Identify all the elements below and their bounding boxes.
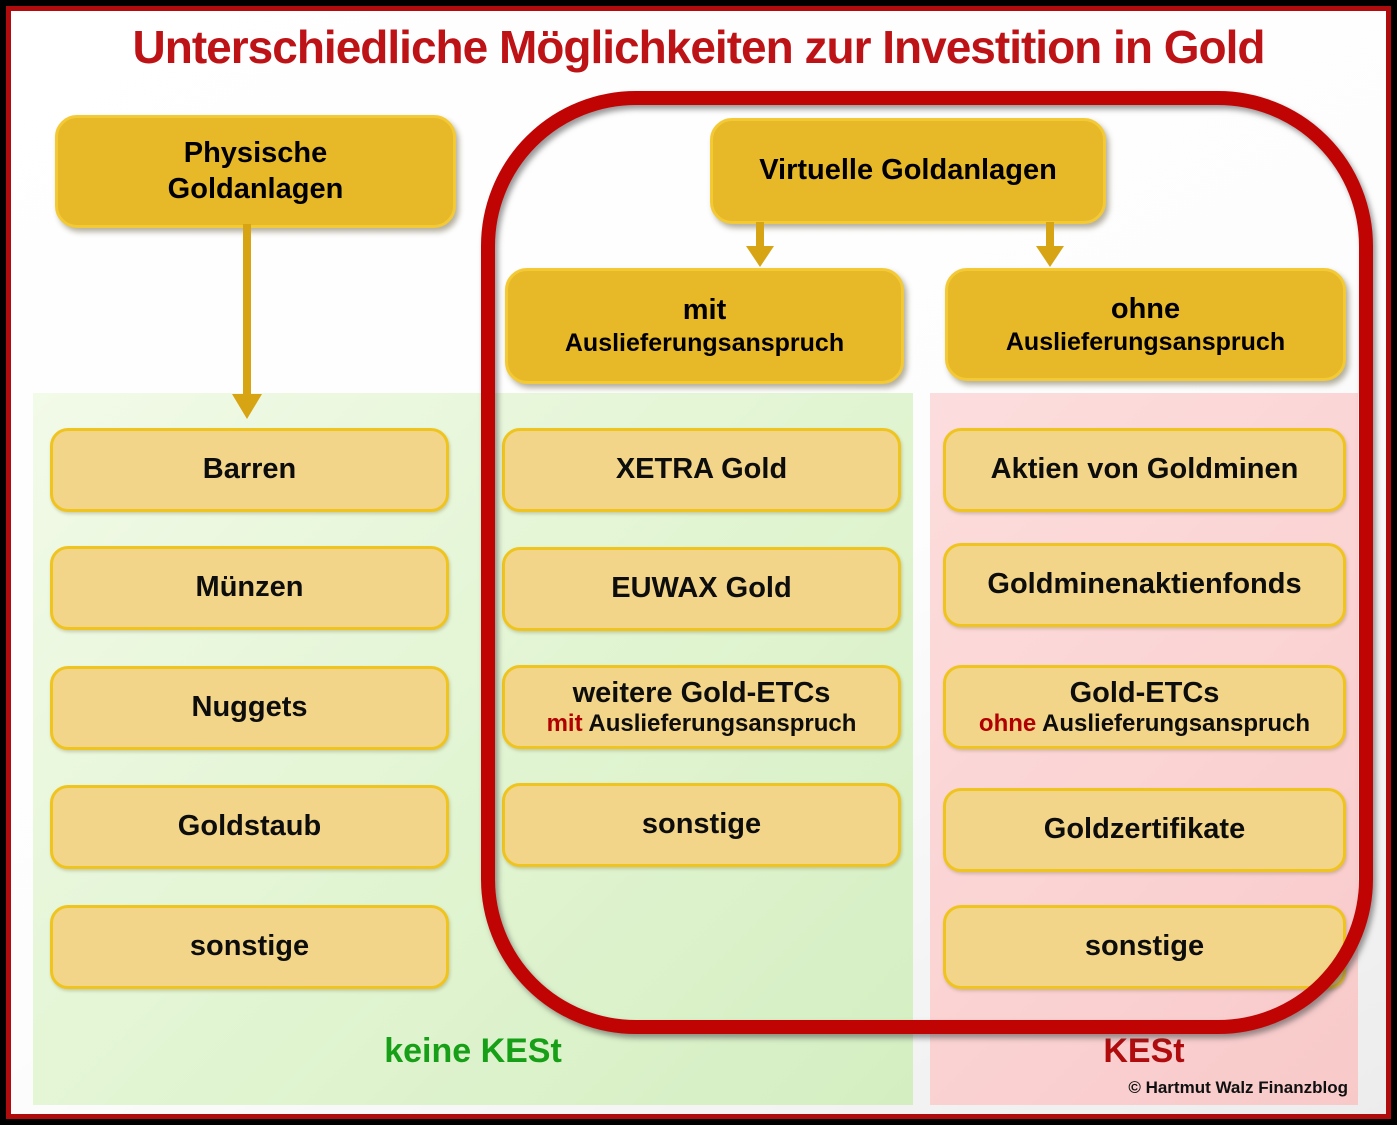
down-arrow-icon	[232, 224, 262, 419]
list-item: Goldminenaktienfonds	[943, 543, 1346, 627]
accent-word: mit	[546, 709, 583, 737]
item-label: Goldstaub	[177, 810, 322, 843]
header-virtuelle-goldanlagen: Virtuelle Goldanlagen	[710, 118, 1106, 224]
list-item: XETRA Gold	[502, 428, 901, 512]
header-ohne-auslieferungsanspruch: ohne Auslieferungsanspruch	[945, 268, 1346, 381]
list-item: sonstige	[50, 905, 449, 989]
down-arrow-icon	[1036, 222, 1064, 267]
down-arrow-icon	[746, 222, 774, 267]
copyright-credit: © Hartmut Walz Finanzblog	[1128, 1078, 1348, 1097]
item-label: Goldminenaktienfonds	[987, 568, 1302, 601]
list-item: Goldzertifikate	[943, 788, 1346, 872]
header-physische-goldanlagen: Physische Goldanlagen	[55, 115, 456, 228]
accent-word: ohne	[978, 709, 1037, 737]
subline-rest: Auslieferungsanspruch	[1036, 709, 1311, 737]
item-label: Barren	[202, 453, 297, 486]
item-label: weitere Gold-ETCs	[572, 676, 831, 709]
header-subline: Auslieferungsanspruch	[564, 329, 845, 358]
header-line: mit	[682, 294, 727, 327]
item-label: Nuggets	[191, 691, 308, 724]
item-label: sonstige	[641, 808, 762, 841]
list-item: EUWAX Gold	[502, 547, 901, 631]
list-item: sonstige	[502, 783, 901, 867]
item-label: XETRA Gold	[615, 453, 788, 486]
header-line: Physische	[183, 137, 328, 170]
header-line: Goldanlagen	[167, 172, 344, 205]
item-label: sonstige	[1084, 930, 1205, 963]
item-label: Münzen	[195, 571, 304, 604]
keine-kest-label: keine KESt	[384, 1032, 562, 1070]
list-item: Münzen	[50, 546, 449, 630]
header-mit-auslieferungsanspruch: mit Auslieferungsanspruch	[505, 268, 904, 384]
header-line: ohne	[1110, 292, 1181, 325]
item-label: Gold-ETCs	[1069, 676, 1220, 709]
list-item: Nuggets	[50, 666, 449, 750]
header-line: Virtuelle Goldanlagen	[759, 154, 1057, 187]
item-label: Aktien von Goldminen	[990, 453, 1299, 486]
item-label: sonstige	[189, 930, 310, 963]
item-label: Goldzertifikate	[1043, 813, 1246, 846]
list-item: Aktien von Goldminen	[943, 428, 1346, 512]
kest-label: KESt	[1103, 1032, 1185, 1070]
subline-rest: Auslieferungsanspruch	[582, 709, 857, 737]
list-item: Barren	[50, 428, 449, 512]
list-item: Goldstaub	[50, 785, 449, 869]
list-item: sonstige	[943, 905, 1346, 989]
item-label: EUWAX Gold	[611, 572, 792, 605]
item-subline: mit Auslieferungsanspruch	[547, 710, 857, 738]
page-title: Unterschiedliche Möglichkeiten zur Inves…	[132, 21, 1266, 73]
list-item: weitere Gold-ETCs mit Auslieferungsanspr…	[502, 665, 901, 749]
header-subline: Auslieferungsanspruch	[1005, 327, 1286, 356]
list-item: Gold-ETCs ohne Auslieferungsanspruch	[943, 665, 1346, 749]
item-subline: ohne Auslieferungsanspruch	[979, 710, 1310, 738]
